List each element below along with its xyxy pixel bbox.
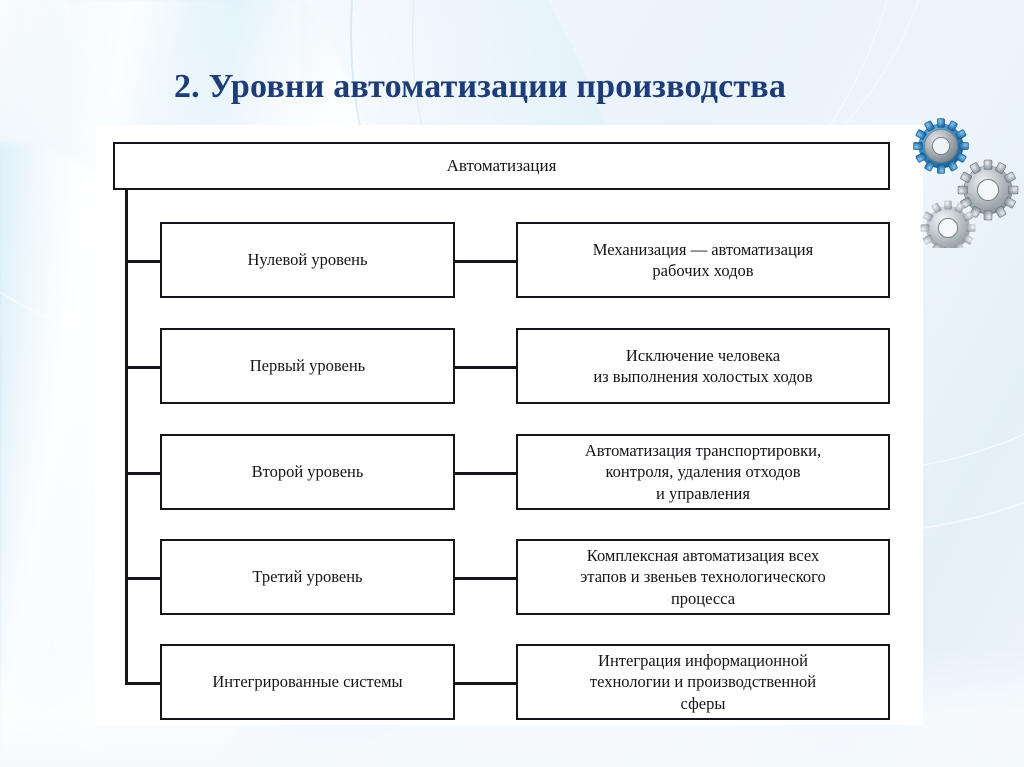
gear-grey-small-icon bbox=[920, 200, 976, 256]
gear-blue-icon bbox=[913, 118, 969, 174]
connector-trunk-to-level-4 bbox=[125, 577, 160, 580]
diagram-root-label: Автоматизация bbox=[446, 156, 557, 176]
connector-trunk-to-level-1 bbox=[125, 260, 160, 263]
diagram-desc-label-1: Механизация — автоматизация рабочих ходо… bbox=[592, 239, 814, 280]
diagram-level-node-5: Интегрированные системы bbox=[160, 644, 455, 720]
page-title: 2. Уровни автоматизации производства bbox=[173, 68, 787, 105]
diagram-desc-label-3: Автоматизация транспортировки, контроля,… bbox=[584, 441, 822, 503]
diagram-level-node-1: Нулевой уровень bbox=[160, 222, 455, 298]
diagram-desc-label-2: Исключение человека из выполнения холост… bbox=[593, 345, 813, 386]
diagram-desc-label-5: Интеграция информационной технологии и п… bbox=[589, 651, 817, 713]
diagram-desc-node-4: Комплексная автоматизация всех этапов и … bbox=[516, 539, 890, 615]
diagram-panel: Автоматизация Нулевой уровень Механизаци… bbox=[96, 126, 922, 724]
diagram-level-node-2: Первый уровень bbox=[160, 328, 455, 404]
diagram-level-label-3: Второй уровень bbox=[251, 462, 364, 482]
diagram-desc-label-4: Комплексная автоматизация всех этапов и … bbox=[580, 546, 826, 608]
connector-trunk-to-level-5 bbox=[125, 682, 160, 685]
diagram-desc-node-3: Автоматизация транспортировки, контроля,… bbox=[516, 434, 890, 510]
gear-grey-large-icon bbox=[957, 159, 1019, 221]
connector-level-to-desc-5 bbox=[455, 682, 516, 685]
connector-level-to-desc-3 bbox=[455, 472, 516, 475]
diagram-level-node-3: Второй уровень bbox=[160, 434, 455, 510]
diagram-root-node: Автоматизация bbox=[113, 142, 890, 190]
connector-trunk-to-level-2 bbox=[125, 366, 160, 369]
diagram-level-label-5: Интегрированные системы bbox=[212, 672, 403, 692]
diagram-level-node-4: Третий уровень bbox=[160, 539, 455, 615]
diagram-level-label-2: Первый уровень bbox=[249, 356, 366, 376]
diagram-desc-node-2: Исключение человека из выполнения холост… bbox=[516, 328, 890, 404]
diagram-level-label-1: Нулевой уровень bbox=[247, 250, 368, 270]
gears-decoration bbox=[908, 118, 1024, 256]
connector-trunk bbox=[125, 190, 128, 682]
connector-level-to-desc-4 bbox=[455, 577, 516, 580]
connector-level-to-desc-2 bbox=[455, 366, 516, 369]
connector-trunk-to-level-3 bbox=[125, 472, 160, 475]
connector-level-to-desc-1 bbox=[455, 260, 516, 263]
diagram-desc-node-5: Интеграция информационной технологии и п… bbox=[516, 644, 890, 720]
diagram-desc-node-1: Механизация — автоматизация рабочих ходо… bbox=[516, 222, 890, 298]
diagram-level-label-4: Третий уровень bbox=[252, 567, 363, 587]
diagram: Автоматизация Нулевой уровень Механизаци… bbox=[96, 126, 922, 724]
